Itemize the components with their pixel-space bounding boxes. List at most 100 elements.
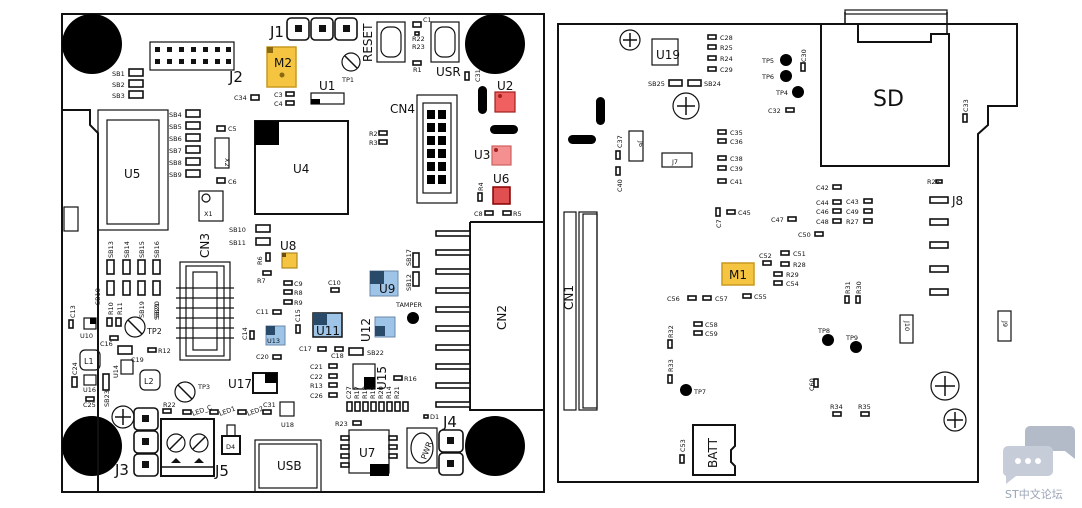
- label-C13: C14: [241, 327, 249, 340]
- mounting-hole-tr: [465, 14, 525, 74]
- TP5-testpoint: [780, 54, 792, 66]
- label-R20: R20: [377, 386, 385, 399]
- label-SB14: SB14: [123, 241, 131, 258]
- label-C4: C4: [274, 100, 283, 108]
- J2-connector: J2: [149, 41, 243, 86]
- label-C57: C57: [715, 295, 728, 303]
- M2-module: M2: [266, 46, 297, 88]
- label-BATT: BATT: [706, 437, 720, 468]
- label-TP1: TP1: [341, 76, 354, 84]
- label-SB24: SB24: [704, 80, 721, 88]
- label-L2: L2: [144, 377, 154, 386]
- pwr-button[interactable]: PWR: [406, 427, 438, 469]
- label-U3: U3: [474, 148, 490, 162]
- label-C17: C18: [331, 352, 344, 360]
- label-C59: C59: [705, 330, 718, 338]
- U6-led: [492, 186, 511, 205]
- label-SB2: SB2: [112, 81, 125, 89]
- label-SB21: SB21: [153, 303, 161, 320]
- label-R26: R26: [927, 178, 940, 186]
- label-CN4: CN4: [390, 102, 415, 116]
- label-R25: R25: [720, 44, 733, 52]
- label-C42: C42: [816, 184, 829, 192]
- label-C52: C52: [759, 252, 772, 260]
- label-C31: C31: [474, 69, 482, 82]
- mounting-hole-bl: [62, 416, 122, 476]
- label-R1: R1: [413, 66, 422, 74]
- label-J8: J8: [951, 194, 963, 208]
- U19-chip: [651, 38, 679, 66]
- label-D1: D1: [430, 413, 439, 421]
- solder-bridges-sb4-9: SB4 SB5 SB6 SB7 SB8 SB9: [169, 109, 201, 179]
- reset-button[interactable]: RESET: [361, 21, 406, 63]
- label-SB25: SB25: [648, 80, 665, 88]
- label-SB7: SB7: [169, 147, 182, 155]
- label-U6: U6: [493, 172, 509, 186]
- label-C9: C9: [294, 280, 303, 288]
- label-D4: D4: [226, 443, 235, 451]
- label-R22: R22: [163, 401, 176, 409]
- label-C37: C37: [616, 135, 624, 148]
- label-R11: R11: [116, 302, 124, 315]
- J4-header: J4: [438, 413, 464, 476]
- label-R27: R27: [846, 218, 859, 226]
- label-U1: U1: [319, 79, 335, 93]
- label-C53: C53: [679, 439, 687, 452]
- label-SB5: SB5: [169, 123, 182, 131]
- label-SB10: SB10: [229, 226, 246, 234]
- TP1-testpoint: [341, 52, 361, 72]
- label-TP7: TP7: [693, 388, 706, 396]
- label-SB16: SB16: [153, 241, 161, 258]
- label-C45: C45: [738, 209, 751, 217]
- label-C3: C3: [274, 91, 283, 99]
- label-C43: C43: [846, 198, 859, 206]
- label-C51: C51: [793, 250, 806, 258]
- label-U12: U12: [359, 318, 373, 342]
- label-TP9: TP9: [845, 334, 858, 342]
- slot-hole: [596, 97, 605, 125]
- L1-inductor: [79, 349, 101, 371]
- label-SB23: SB23: [103, 390, 111, 407]
- label-C15: C16: [100, 340, 113, 348]
- label-U7: U7: [359, 446, 375, 460]
- J3-header: J3: [114, 407, 159, 479]
- U2-led: [494, 91, 516, 113]
- label-CN2: CN2: [495, 305, 509, 330]
- C6-pad: [216, 177, 226, 184]
- label-U4: U4: [293, 162, 309, 176]
- label-R9: R9: [294, 299, 303, 307]
- label-LED2: LED2: [246, 405, 265, 418]
- label-C50: C50: [798, 231, 811, 239]
- label-C8: C8: [474, 210, 483, 218]
- label-J7: J7: [671, 158, 678, 166]
- label-C60: C60: [808, 378, 816, 391]
- label-C46: C46: [816, 208, 829, 216]
- USB-connector[interactable]: USB: [254, 439, 322, 493]
- label-C44: C44: [816, 199, 829, 207]
- X1-crystal: [198, 190, 224, 222]
- label-SB11: SB11: [229, 239, 246, 247]
- label-C36: C36: [730, 138, 743, 146]
- label-USR: USR: [436, 65, 461, 79]
- label-U2: U2: [497, 79, 513, 93]
- M1-module: [721, 262, 755, 286]
- label-RESET: RESET: [361, 23, 375, 62]
- label-R12: R12: [158, 347, 171, 355]
- label-R29: R29: [786, 271, 799, 279]
- TP9-testpoint: [850, 341, 862, 353]
- label-CN3: CN3: [198, 233, 212, 258]
- label-TP3: TP3: [197, 383, 210, 391]
- label-PWR: PWR: [419, 440, 434, 461]
- label-U15: U15: [375, 366, 389, 390]
- CN3-connector: CN3: [176, 233, 234, 361]
- label-C6: C6: [228, 178, 237, 186]
- usr-button[interactable]: USR: [430, 21, 461, 79]
- J5-terminal-block: J5: [160, 418, 229, 480]
- label-TP4: TP4: [775, 89, 788, 97]
- label-LED1: LED1: [218, 405, 237, 418]
- label-U13: U13: [267, 337, 280, 345]
- label-R23: R23: [335, 420, 348, 428]
- label-C12: C13: [69, 305, 77, 318]
- label-SB20: SB20: [153, 301, 161, 318]
- label-R19: R19: [369, 386, 377, 399]
